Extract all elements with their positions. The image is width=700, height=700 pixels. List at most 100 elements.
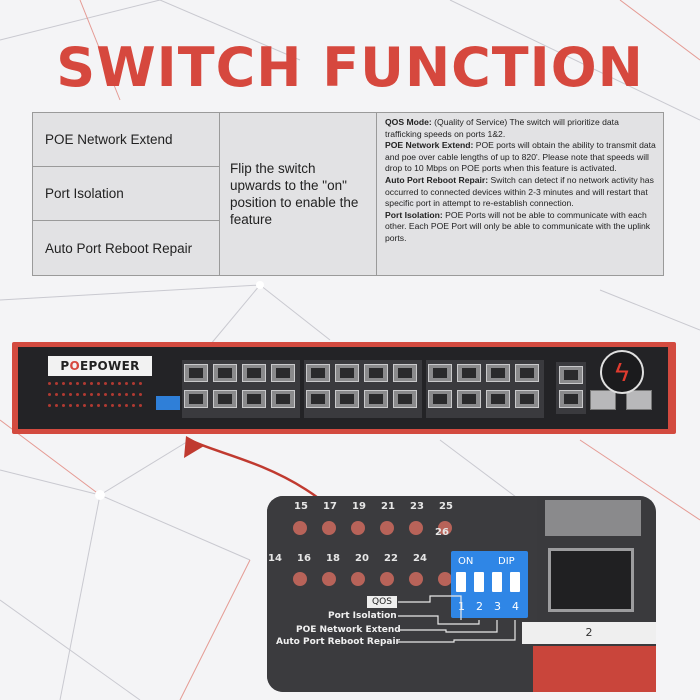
status-led	[97, 404, 100, 407]
feature-descriptions: QOS Mode: (Quality of Service) The switc…	[385, 117, 657, 245]
ethernet-port[interactable]	[271, 364, 295, 382]
dip-on-label: ON	[458, 556, 474, 567]
uplink-ports[interactable]	[556, 362, 586, 414]
ethernet-port[interactable]	[393, 364, 417, 382]
status-led	[125, 404, 128, 407]
ethernet-port[interactable]	[184, 390, 208, 408]
status-led	[111, 393, 114, 396]
status-led	[132, 393, 135, 396]
status-led	[76, 382, 79, 385]
status-led	[125, 382, 128, 385]
ethernet-port[interactable]	[213, 364, 237, 382]
zoom-led	[293, 521, 307, 535]
dip-switch-small[interactable]	[156, 396, 180, 410]
status-led	[62, 393, 65, 396]
zoom-chassis-edge	[533, 646, 656, 692]
sfp-port[interactable]	[590, 390, 616, 410]
zoom-port-number-bottom: 16	[297, 553, 311, 564]
description-text: (Quality of Service) The switch will pri…	[385, 117, 619, 139]
poe-extend-label: POE Network Extend	[296, 625, 401, 635]
ethernet-port[interactable]	[428, 364, 452, 382]
zoom-led	[409, 521, 423, 535]
status-led	[48, 404, 51, 407]
ethernet-port[interactable]	[486, 364, 510, 382]
status-led	[97, 382, 100, 385]
ethernet-port[interactable]	[457, 364, 481, 382]
page-title: SWITCH FUNCTION	[56, 36, 644, 99]
status-led	[125, 393, 128, 396]
uplink-port[interactable]	[559, 390, 583, 408]
description-text: POE Ports will not be able to communicat…	[385, 209, 651, 243]
status-led	[139, 382, 142, 385]
description-qos: QOS Mode: (Quality of Service) The switc…	[385, 117, 657, 140]
feature-list: POE Network Extend Port Isolation Auto P…	[33, 113, 220, 275]
status-led	[69, 393, 72, 396]
zoom-port-number-bottom: 14	[268, 553, 282, 564]
ethernet-port[interactable]	[515, 390, 539, 408]
instruction-text: Flip the switch upwards to the "on" posi…	[220, 113, 377, 275]
status-led	[118, 404, 121, 407]
status-led	[132, 404, 135, 407]
ethernet-port[interactable]	[457, 390, 481, 408]
description-label: QOS Mode:	[385, 117, 432, 127]
ethernet-port[interactable]	[242, 364, 266, 382]
ethernet-port[interactable]	[306, 390, 330, 408]
description-poe-extend: POE Network Extend: POE ports will obtai…	[385, 140, 657, 175]
description-text: POE ports will obtain the ability to tra…	[385, 140, 656, 174]
status-led	[118, 382, 121, 385]
ethernet-port[interactable]	[184, 364, 208, 382]
ethernet-port[interactable]	[213, 390, 237, 408]
description-auto-reboot: Auto Port Reboot Repair: Switch can dete…	[385, 175, 657, 210]
zoom-port-number-top: 23	[410, 501, 424, 512]
status-led	[76, 393, 79, 396]
lightning-icon: ϟ	[600, 350, 644, 394]
dip-number: 4	[512, 600, 519, 613]
zoom-led	[293, 572, 307, 586]
zoom-port-number-top: 19	[352, 501, 366, 512]
zoom-led	[438, 572, 452, 586]
status-led	[97, 393, 100, 396]
zoom-port-number: 2	[522, 622, 656, 644]
zoom-port-number-bottom: 24	[413, 553, 427, 564]
ethernet-port[interactable]	[335, 390, 359, 408]
ethernet-port[interactable]	[515, 364, 539, 382]
status-led	[111, 382, 114, 385]
ethernet-port[interactable]	[393, 390, 417, 408]
status-led	[132, 382, 135, 385]
zoom-port-number-top: 15	[294, 501, 308, 512]
status-led	[104, 393, 107, 396]
brand-bolt-letter: O	[69, 359, 80, 373]
uplink-port[interactable]	[559, 366, 583, 384]
ethernet-port[interactable]	[271, 390, 295, 408]
ethernet-port[interactable]	[486, 390, 510, 408]
status-led	[118, 393, 121, 396]
dip-toggle-2[interactable]	[474, 572, 484, 592]
status-led	[55, 393, 58, 396]
zoom-led	[351, 521, 365, 535]
dip-toggle-3[interactable]	[492, 572, 502, 592]
zoom-led	[438, 521, 452, 535]
ethernet-port[interactable]	[364, 364, 388, 382]
ethernet-port[interactable]	[428, 390, 452, 408]
zoom-led	[351, 572, 365, 586]
ethernet-port[interactable]	[242, 390, 266, 408]
zoom-led	[380, 572, 394, 586]
status-led	[55, 404, 58, 407]
ethernet-port[interactable]	[306, 364, 330, 382]
zoom-port-number-top: 25	[439, 501, 453, 512]
description-label: Auto Port Reboot Repair:	[385, 174, 489, 185]
zoom-led	[409, 572, 423, 586]
status-led	[83, 404, 86, 407]
ethernet-port[interactable]	[335, 364, 359, 382]
dip-toggle-4[interactable]	[510, 572, 520, 592]
status-led	[48, 382, 51, 385]
zoom-ethernet-jack[interactable]	[548, 548, 634, 612]
ethernet-port[interactable]	[364, 390, 388, 408]
sfp-port[interactable]	[626, 390, 652, 410]
description-port-isolation: Port Isolation: POE Ports will not be ab…	[385, 210, 657, 245]
description-label: POE Network Extend:	[385, 140, 474, 151]
status-led	[62, 404, 65, 407]
dip-toggle-1[interactable]	[456, 572, 466, 592]
